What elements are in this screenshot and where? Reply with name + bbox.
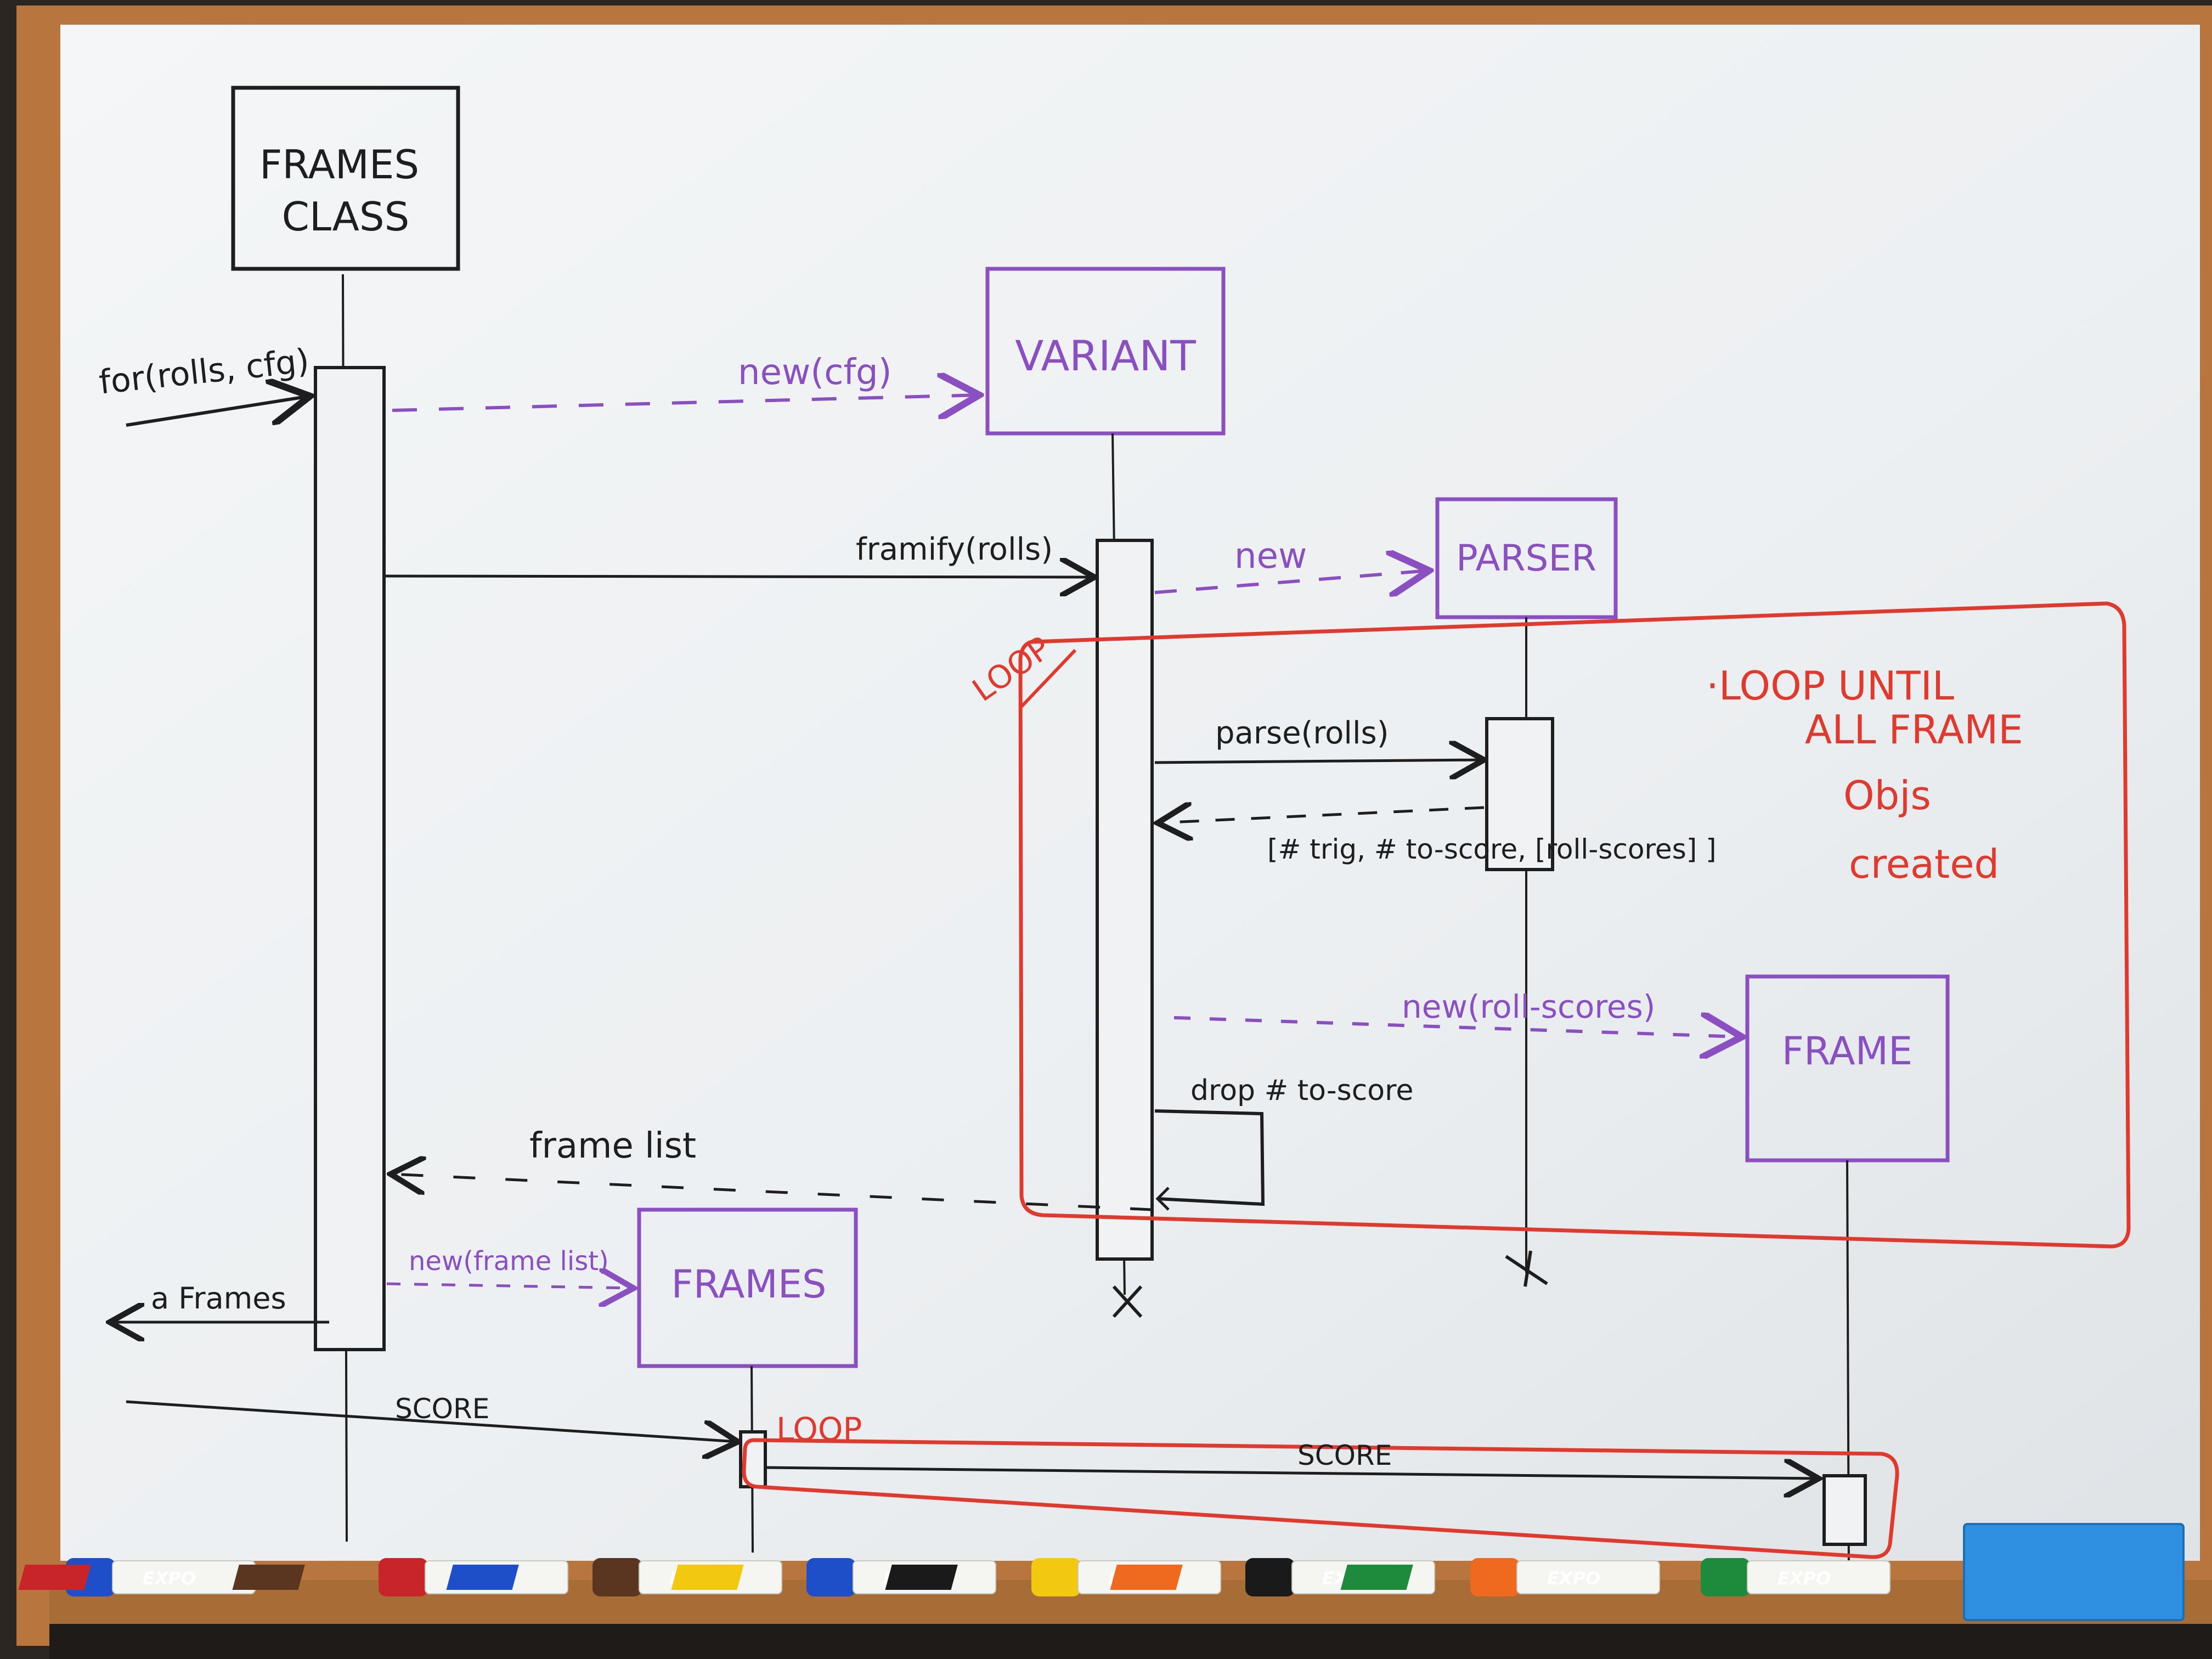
message-parse-return: [# trig, # to-score, [roll-scores] ] xyxy=(1158,808,1717,865)
parser-activation xyxy=(1485,717,1554,871)
score-in-label: SCORE xyxy=(395,1393,489,1425)
frame-list-arrow xyxy=(391,1174,1153,1211)
message-new-cfg: new(cfg) xyxy=(392,352,979,410)
parser-destroy-icon xyxy=(1505,1250,1548,1287)
loop-1-note-line-4: created xyxy=(1849,841,1999,887)
marker-blue-2-label-band xyxy=(446,1565,519,1590)
marker-orange-label-band xyxy=(1110,1565,1183,1590)
marker-yellow-cap xyxy=(1031,1558,1081,1596)
marker-green-label-band xyxy=(1340,1565,1413,1590)
message-new-frame-list: new(frame list) xyxy=(386,1246,634,1288)
loop-1-label-tab xyxy=(1019,648,1077,709)
message-a-frames: a Frames xyxy=(110,1281,329,1322)
loop-1-note-line-3: Objs xyxy=(1843,772,1931,819)
parse-return-label: [# trig, # to-score, [roll-scores] ] xyxy=(1267,833,1717,865)
tray-shadow xyxy=(49,1624,2212,1659)
score-loop-arrow xyxy=(766,1468,1819,1479)
frames-class-line-2: CLASS xyxy=(282,194,410,240)
drop-self-arrow xyxy=(1154,1109,1265,1206)
message-new-parser: new xyxy=(1154,536,1429,592)
message-new-roll-scores: new(roll-scores) xyxy=(1173,988,1742,1037)
new-frame-list-label: new(frame list) xyxy=(409,1246,609,1277)
score-in-arrow xyxy=(126,1400,738,1442)
loop-1-note: ·LOOP UNTIL ALL FRAME Objs created xyxy=(1706,663,2036,887)
message-score-loop: SCORE xyxy=(766,1440,1819,1479)
a-frames-label: a Frames xyxy=(151,1281,286,1316)
new-cfg-arrow xyxy=(392,395,979,410)
framify-arrow xyxy=(383,576,1094,577)
frames-box xyxy=(637,1207,858,1368)
lifeline-parser: PARSER xyxy=(1435,497,1618,1287)
drop-arrowhead-icon xyxy=(1155,1187,1170,1211)
loop-1-border xyxy=(1018,601,2131,1249)
marker-blue-2-cap xyxy=(806,1558,856,1596)
frames-class-box xyxy=(231,86,460,271)
marker-orange-body xyxy=(1516,1560,1660,1594)
loop-fragment-2: LOOP xyxy=(742,1410,1899,1559)
marker-green: EXPO xyxy=(1340,1558,1891,1596)
message-drop: drop # to-score xyxy=(1154,1074,1413,1211)
marker-orange-brand: EXPO xyxy=(1547,1568,1600,1589)
new-cfg-label: new(cfg) xyxy=(738,352,892,393)
frames-class-label: FRAMES CLASS xyxy=(259,142,432,240)
loop-1-note-line-2: ALL FRAME xyxy=(1805,707,2023,753)
marker-red-cap xyxy=(379,1558,428,1596)
parse-arrow xyxy=(1154,760,1484,763)
marker-red-label-band xyxy=(18,1565,91,1590)
marker-brown-cap xyxy=(592,1558,642,1596)
marker-black-cap xyxy=(1245,1558,1295,1596)
loop-2-label: LOOP xyxy=(776,1410,862,1448)
frames-label: FRAMES xyxy=(671,1262,826,1307)
variant-box xyxy=(985,267,1226,436)
variant-destroy-icon xyxy=(1112,1285,1143,1318)
variant-label: VARIANT xyxy=(1015,331,1196,380)
score-loop-label: SCORE xyxy=(1297,1440,1392,1471)
lifeline-frames-class: FRAMES CLASS xyxy=(231,86,460,1542)
lifeline-frame: FRAME xyxy=(1745,974,1950,1575)
parser-label: PARSER xyxy=(1456,537,1596,579)
frame-activation xyxy=(1822,1474,1867,1546)
marker-brown-label-band xyxy=(232,1565,305,1590)
marker-orange-cap xyxy=(1470,1558,1520,1596)
marker-green-cap xyxy=(1701,1558,1750,1596)
new-parser-label: new xyxy=(1234,536,1307,577)
parse-label: parse(rolls) xyxy=(1215,715,1389,751)
marker-black-label-band xyxy=(885,1565,958,1590)
message-parse: parse(rolls) xyxy=(1154,715,1484,763)
message-score-in: SCORE xyxy=(126,1393,738,1442)
eraser xyxy=(1963,1523,2185,1621)
variant-activation xyxy=(1096,539,1154,1261)
loop-2-border xyxy=(742,1438,1899,1559)
loop-fragment-1: LOOP ·LOOP UNTIL ALL FRAME Objs created xyxy=(966,601,2131,1249)
for-call-arrow xyxy=(126,396,310,427)
marker-green-body xyxy=(1747,1560,1891,1594)
marker-green-brand: EXPO xyxy=(1778,1568,1831,1589)
marker-blue-brand: EXPO xyxy=(143,1568,196,1589)
marker-orange: EXPO xyxy=(1110,1558,1660,1596)
frame-list-label: frame list xyxy=(529,1126,696,1166)
marker-yellow-label-band xyxy=(671,1565,744,1590)
marker-tray-items: EXPOEXPOEXPOEXPOEXPOEXPOEXPOEXPO xyxy=(18,1558,1891,1596)
new-parser-arrow xyxy=(1154,571,1429,592)
drop-label: drop # to-score xyxy=(1190,1074,1413,1107)
new-roll-scores-label: new(roll-scores) xyxy=(1402,988,1655,1025)
new-roll-scores-arrow xyxy=(1173,1018,1742,1037)
parse-return-arrow xyxy=(1158,808,1485,823)
message-frame-list: frame list xyxy=(391,1126,1153,1211)
framify-label: framify(rolls) xyxy=(856,532,1053,567)
lifeline-variant: VARIANT xyxy=(985,267,1226,1318)
message-framify: framify(rolls) xyxy=(383,532,1094,577)
frame-label: FRAME xyxy=(1782,1029,1913,1074)
loop-1-note-line-1: ·LOOP UNTIL xyxy=(1706,663,1954,709)
frames-class-line-1: FRAMES xyxy=(259,142,419,188)
frames-class-activation xyxy=(314,366,386,1351)
